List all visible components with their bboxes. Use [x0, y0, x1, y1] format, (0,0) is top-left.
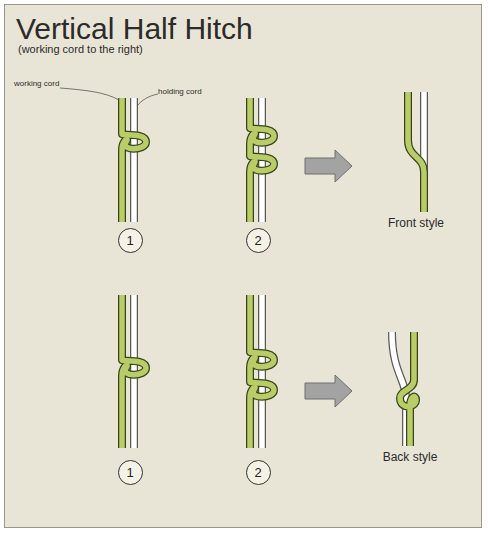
working-cord-outline	[122, 295, 146, 448]
leader-line	[60, 88, 119, 100]
callout-circle: 2	[246, 228, 271, 253]
working-cord	[400, 332, 416, 446]
working-cord	[408, 92, 424, 212]
working-cord-outline	[400, 332, 416, 446]
working-cord	[250, 295, 274, 448]
working-cord	[250, 98, 274, 222]
callout-number: 1	[126, 465, 133, 480]
part-label: holding cord	[158, 88, 202, 97]
callout-number: 2	[254, 233, 261, 248]
subtitle: (working cord to the right)	[18, 43, 143, 55]
holding-cord	[131, 98, 137, 222]
callout-circle: 1	[118, 228, 143, 253]
callout-number: 1	[126, 233, 133, 248]
callout-circle: 1	[118, 460, 143, 485]
holding-cord-outline	[130, 98, 138, 222]
working-cord	[122, 98, 146, 222]
leader-line	[137, 94, 158, 106]
style-label: Front style	[388, 217, 444, 230]
holding-cord-outline	[258, 295, 266, 448]
working-cord-outline	[250, 295, 274, 448]
working-cord-outline	[250, 98, 274, 222]
working-cord-outline	[408, 92, 424, 212]
style-label: Back style	[383, 451, 438, 464]
callout-number: 2	[254, 465, 261, 480]
callout-circle: 2	[246, 460, 271, 485]
part-label: working cord	[14, 80, 59, 89]
process-arrow	[305, 375, 352, 407]
process-arrow	[305, 150, 352, 182]
working-cord	[122, 295, 146, 448]
diagram-title: Vertical Half Hitch	[16, 12, 253, 45]
holding-cord	[259, 295, 265, 448]
background-panel	[4, 4, 482, 528]
working-cord-outline	[122, 98, 146, 222]
